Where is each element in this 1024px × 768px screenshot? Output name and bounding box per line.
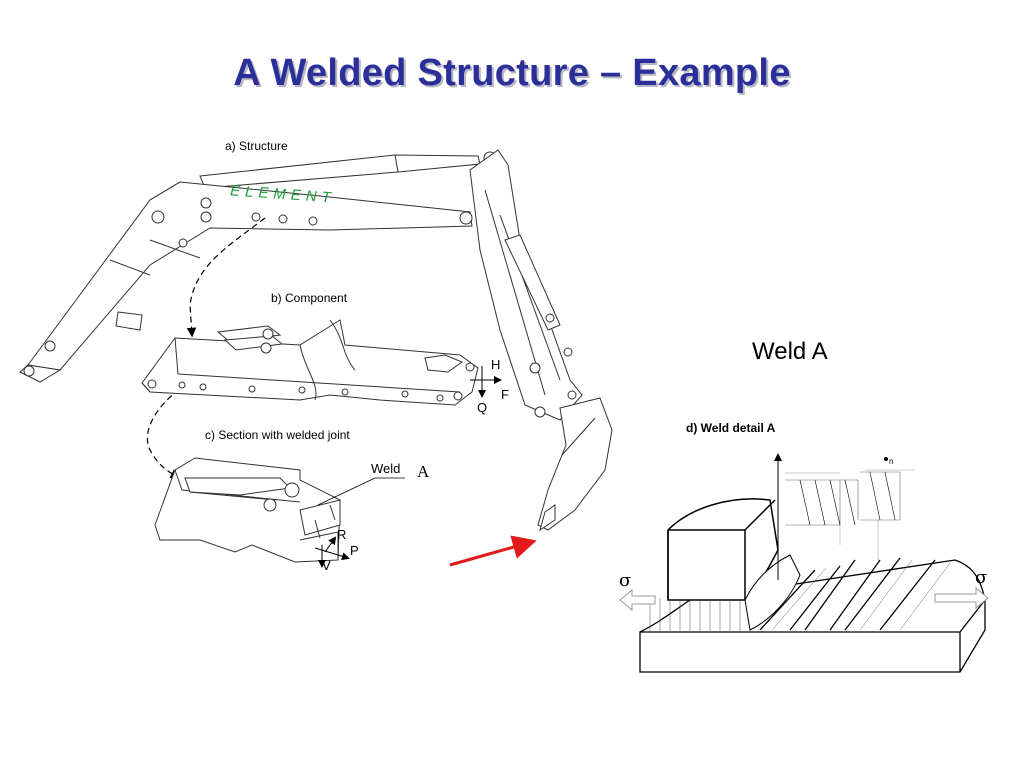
dashed-connector-2 <box>146 383 189 479</box>
label-sigma-right: σ <box>975 567 988 588</box>
label-force-h: H <box>491 357 501 372</box>
slide-title: A Welded Structure – Example <box>233 52 791 94</box>
label-sigma-left: σ <box>619 570 632 591</box>
weld-leader-line <box>317 477 376 506</box>
label-weld-detail: d) Weld detail A <box>686 421 776 435</box>
label-weld: Weld <box>371 461 401 476</box>
label-weld-letter: A <box>417 462 430 481</box>
label-component: b) Component <box>271 291 348 305</box>
dashed-connector-1 <box>186 217 266 338</box>
label-force-f: F <box>501 387 509 402</box>
section-force-arrows <box>314 536 350 568</box>
pointer-arrow <box>449 535 537 567</box>
weld-detail-drawing <box>639 453 986 673</box>
excavator-structure <box>19 149 613 532</box>
stress-arrows <box>619 586 989 612</box>
label-force-r: R <box>337 527 347 542</box>
label-force-v: V <box>322 558 331 573</box>
label-force-q: Q <box>477 400 488 415</box>
label-structure: a) Structure <box>225 139 288 153</box>
component-drawing <box>141 319 479 406</box>
label-section: c) Section with welded joint <box>205 428 350 442</box>
label-sigma-n: n <box>889 457 894 466</box>
label-weld-a: Weld A <box>752 338 828 365</box>
label-force-p: P <box>350 543 359 558</box>
component-force-arrows <box>470 366 502 398</box>
section-drawing <box>154 457 341 563</box>
